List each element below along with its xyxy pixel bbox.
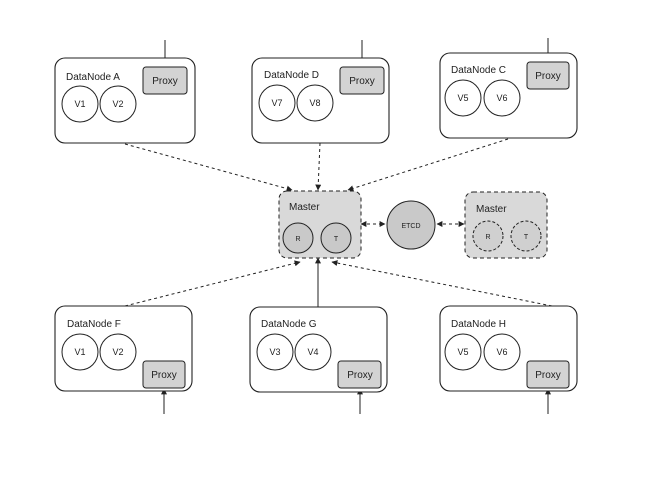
datanode-g-volume-2 bbox=[294, 333, 332, 371]
datanode-d-volume-2 bbox=[296, 84, 334, 122]
datanode-g-volume-1 bbox=[256, 333, 294, 371]
master-standby-r-label: R bbox=[485, 234, 490, 241]
datanode-g-proxy-label: Proxy bbox=[347, 370, 373, 381]
datanode-h-volume-2 bbox=[483, 333, 521, 371]
datanode-a-volume-1 bbox=[61, 85, 99, 123]
datanode-f-volume-1-label: V1 bbox=[74, 347, 85, 357]
connections bbox=[124, 38, 553, 414]
datanode-c-proxy[interactable] bbox=[526, 61, 570, 90]
edge-h-to-master bbox=[331, 260, 553, 307]
master-main-r-label: R bbox=[295, 236, 300, 243]
datanode-d-volume-1 bbox=[258, 84, 296, 122]
master-main-title: Master bbox=[289, 202, 320, 213]
datanode-c-proxy-label: Proxy bbox=[535, 71, 561, 82]
datanode-f-volume-2-label: V2 bbox=[112, 347, 123, 357]
master-main-t bbox=[320, 222, 352, 254]
master-main[interactable]: Master R T bbox=[278, 190, 362, 259]
datanode-d-volume-1-label: V7 bbox=[271, 98, 282, 108]
master-standby-t-label: T bbox=[524, 234, 529, 241]
datanode-f-volume-1 bbox=[61, 333, 99, 371]
datanode-f-volume-2 bbox=[99, 333, 137, 371]
datanode-d-proxy[interactable] bbox=[339, 66, 385, 95]
datanode-c-volume-1 bbox=[444, 79, 482, 117]
datanode-f-proxy-label: Proxy bbox=[151, 370, 177, 381]
datanode-h-volume-1 bbox=[444, 333, 482, 371]
datanode-a-volume-2-label: V2 bbox=[112, 99, 123, 109]
datanode-g[interactable]: DataNode G Proxy V3 V4 bbox=[249, 306, 388, 393]
datanode-c[interactable]: DataNode C Proxy V5 V6 bbox=[439, 52, 578, 139]
edge-c-to-master bbox=[347, 138, 509, 192]
datanode-h-proxy[interactable] bbox=[526, 360, 570, 389]
master-standby-r bbox=[472, 220, 504, 252]
datanode-g-volume-2-label: V4 bbox=[307, 347, 318, 357]
datanode-d-title: DataNode D bbox=[264, 70, 319, 81]
datanode-h-title: DataNode H bbox=[451, 319, 506, 330]
datanode-h-volume-2-label: V6 bbox=[496, 347, 507, 357]
datanode-h[interactable]: DataNode H Proxy V5 V6 bbox=[439, 305, 578, 392]
edge-d-to-master bbox=[315, 142, 322, 191]
datanode-c-volume-2 bbox=[483, 79, 521, 117]
datanode-h-proxy-label: Proxy bbox=[535, 370, 561, 381]
datanode-c-volume-2-label: V6 bbox=[496, 93, 507, 103]
datanode-a-title: DataNode A bbox=[66, 72, 120, 83]
datanode-g-proxy[interactable] bbox=[337, 360, 382, 389]
master-standby-title: Master bbox=[476, 204, 507, 215]
datanode-g-volume-1-label: V3 bbox=[269, 347, 280, 357]
master-main-r bbox=[282, 222, 314, 254]
datanode-d-proxy-label: Proxy bbox=[349, 76, 375, 87]
edge-f-to-master bbox=[124, 260, 301, 307]
datanode-f-proxy[interactable] bbox=[142, 360, 186, 389]
datanode-a-proxy[interactable] bbox=[142, 66, 188, 95]
datanode-f[interactable]: DataNode F Proxy V1 V2 bbox=[54, 305, 193, 392]
datanode-a[interactable]: DataNode A Proxy V1 V2 bbox=[54, 57, 196, 144]
datanode-a-proxy-label: Proxy bbox=[152, 76, 178, 87]
datanode-a-volume-2 bbox=[99, 85, 137, 123]
datanode-h-volume-1-label: V5 bbox=[457, 347, 468, 357]
master-standby-t bbox=[510, 220, 542, 252]
etcd-node[interactable] bbox=[386, 200, 436, 250]
master-standby[interactable]: Master R T bbox=[464, 191, 548, 259]
datanode-f-title: DataNode F bbox=[67, 319, 121, 330]
datanode-a-volume-1-label: V1 bbox=[74, 99, 85, 109]
master-main-t-label: T bbox=[334, 236, 339, 243]
datanode-g-title: DataNode G bbox=[261, 319, 317, 330]
datanode-c-title: DataNode C bbox=[451, 65, 506, 76]
datanode-c-volume-1-label: V5 bbox=[457, 93, 468, 103]
etcd[interactable]: ETCD bbox=[386, 200, 436, 250]
datanode-d[interactable]: DataNode D Proxy V7 V8 bbox=[251, 57, 390, 144]
datanode-d-volume-2-label: V8 bbox=[309, 98, 320, 108]
edge-a-to-master bbox=[124, 143, 293, 192]
etcd-label: ETCD bbox=[401, 223, 420, 230]
